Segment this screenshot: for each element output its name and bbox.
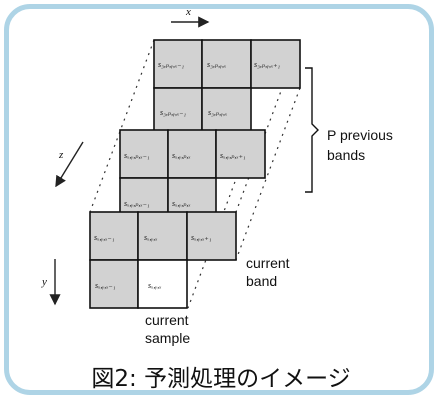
x-axis-arrow: x xyxy=(171,6,210,28)
current-cell-label: sₓ,ᵧ,ₓ xyxy=(144,233,158,242)
z-axis-arrow: z xyxy=(55,141,84,188)
current-cell-label: sₓ,ᵧ,ₓ₋₁ xyxy=(95,281,116,290)
back-cell-label: s₃,ₚ,ᵧ,ₓ₋₁ xyxy=(158,60,184,69)
middle-cell-label: sₓ,ᵧ,ₚ,ₓ xyxy=(172,151,191,160)
figure-caption: 図2: 予測処理のイメージ xyxy=(91,366,350,392)
previous-bands-brace: P previous bands xyxy=(305,67,393,193)
middle-cell-label: sₓ,ᵧ,ₚ,ₓ₋₁ xyxy=(124,151,150,160)
middle-cell-label: sₓ,ᵧ,ₚ,ₓ₊₁ xyxy=(220,151,246,160)
back-band: s₃,ₚ,ᵧ,ₓ₋₁ s₃,ₚ,ᵧ,ₓ s₃,ₚ,ᵧ,ₓ₊₁ s₃,ₚ,ᵧ,ₓ₋… xyxy=(153,39,301,137)
back-cell-label: s₃,ₚ,ᵧ,ₓ₋₁ xyxy=(160,108,186,117)
current-cell-label: sₓ,ᵧ,ₓ₊₁ xyxy=(191,233,212,242)
current-band: sₓ,ᵧ,ₓ₋₁ sₓ,ᵧ,ₓ sₓ,ᵧ,ₓ₊₁ sₓ,ᵧ,ₓ₋₁ sₓ,ᵧ,ₓ xyxy=(89,211,237,309)
middle-cell-label: sₓ,ᵧ,ₚ,ₓ xyxy=(172,199,191,208)
current-sample-label: current xyxy=(145,312,189,328)
back-cell-label: s₃,ₚ,ᵧ,ₓ xyxy=(207,60,226,69)
current-band-label: band xyxy=(246,273,277,289)
p-previous-label: bands xyxy=(327,147,365,163)
current-band-label: current xyxy=(246,255,290,271)
z-axis-label: z xyxy=(58,149,64,161)
middle-cell-label: sₓ,ᵧ,ₚ,ₓ₋₁ xyxy=(124,199,150,208)
current-sample-label: sample xyxy=(145,330,190,346)
current-sample-cell-label: sₓ,ᵧ,ₓ xyxy=(148,281,162,290)
y-axis-arrow: y xyxy=(41,259,61,306)
y-axis-label: y xyxy=(41,276,47,288)
x-axis-label: x xyxy=(185,6,191,18)
p-previous-label: P previous xyxy=(327,127,393,143)
back-cell-label: s₃,ₚ,ᵧ,ₓ xyxy=(208,108,227,117)
back-cell-label: s₃,ₚ,ᵧ,ₓ₊₁ xyxy=(254,60,280,69)
current-cell-label: sₓ,ᵧ,ₓ₋₁ xyxy=(94,233,115,242)
